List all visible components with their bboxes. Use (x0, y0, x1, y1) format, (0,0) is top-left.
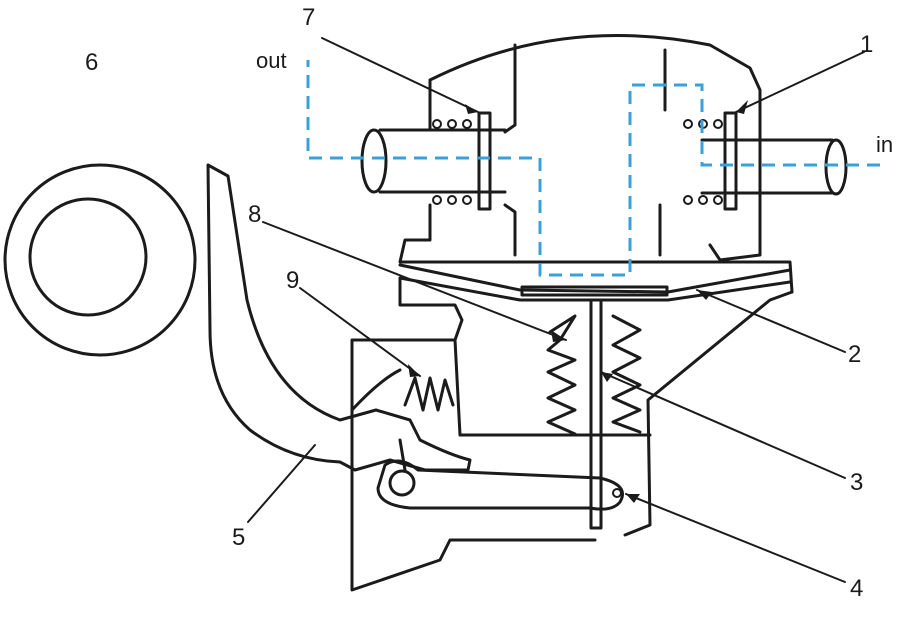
inlet-label: in (876, 132, 893, 157)
pull-rod (589, 298, 603, 530)
callout-4: 4 (850, 575, 863, 602)
diaphragm (398, 263, 792, 302)
diaphragm-spring (546, 314, 642, 436)
callout-7: 7 (302, 4, 315, 31)
arrowheads (408, 100, 748, 503)
leader-lines (247, 37, 865, 583)
callout-8: 8 (248, 201, 261, 228)
callout-3: 3 (850, 469, 863, 496)
rocker-spring (403, 376, 455, 412)
outlet-valve (432, 111, 492, 211)
callout-5: 5 (232, 524, 245, 551)
callout-1: 1 (860, 31, 873, 58)
upper-pump-body (398, 34, 794, 294)
eccentric-cam (3, 163, 197, 357)
callout-9: 9 (286, 267, 299, 294)
outlet-pipe (360, 128, 507, 194)
lower-housing (350, 276, 794, 592)
callout-6: 6 (85, 49, 98, 76)
rocker-arm (206, 163, 472, 472)
operating-lever (376, 459, 624, 511)
outlet-label: out (256, 48, 287, 73)
inlet-valve (683, 111, 738, 211)
fuel-flow-path (306, 60, 880, 277)
callout-2: 2 (848, 341, 861, 368)
